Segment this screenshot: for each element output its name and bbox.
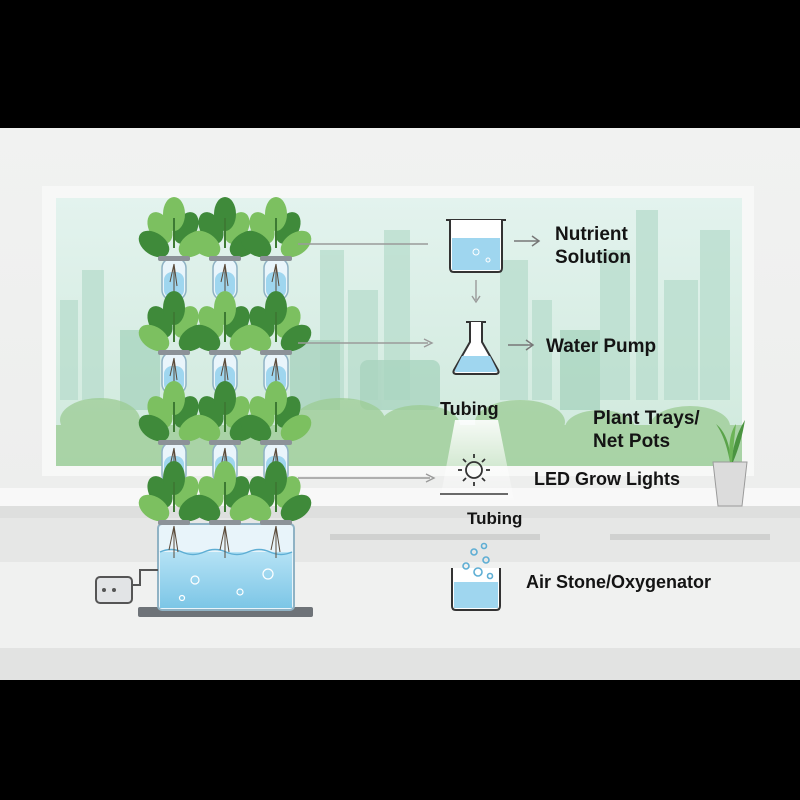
net-pot-plant	[138, 461, 210, 558]
arrow-icon	[514, 235, 541, 247]
label-tubing-upper: Tubing	[440, 399, 499, 419]
reservoir-tank	[157, 523, 295, 611]
label-water-pump: Water Pump	[546, 336, 657, 357]
kitchen-counter	[0, 488, 800, 680]
flask-icon	[452, 321, 500, 375]
label-line: Solution	[555, 246, 631, 268]
net-pot-plant	[189, 197, 261, 301]
beaker-icon	[446, 219, 506, 273]
city-skyline	[60, 210, 730, 400]
label-air-stone-oxygenator: Air Stone/Oxygenator	[526, 572, 712, 592]
label-line: Nutrient	[555, 224, 628, 245]
bubbling-container-icon	[451, 542, 501, 611]
label-nutrient-solution: Nutrient Solution	[555, 224, 631, 270]
potted-plant	[712, 420, 748, 507]
label-tubing-lower: Tubing	[467, 509, 523, 528]
label-plant-trays: Plant Trays/ Net Pots	[593, 408, 700, 454]
arrow-icon	[508, 339, 535, 351]
connector-lines	[298, 243, 481, 483]
label-line: Net Pots	[593, 430, 671, 452]
net-pot-plant	[240, 291, 312, 395]
net-pot-plant	[240, 197, 312, 301]
label-line: Plant Trays/	[593, 408, 700, 429]
net-pot-plant	[240, 461, 312, 558]
sun-icon	[440, 454, 508, 495]
light-beam	[440, 420, 514, 500]
label-led-grow-lights: LED Grow Lights	[534, 469, 680, 489]
vertical-tower	[95, 197, 313, 617]
pump-device	[95, 569, 158, 604]
